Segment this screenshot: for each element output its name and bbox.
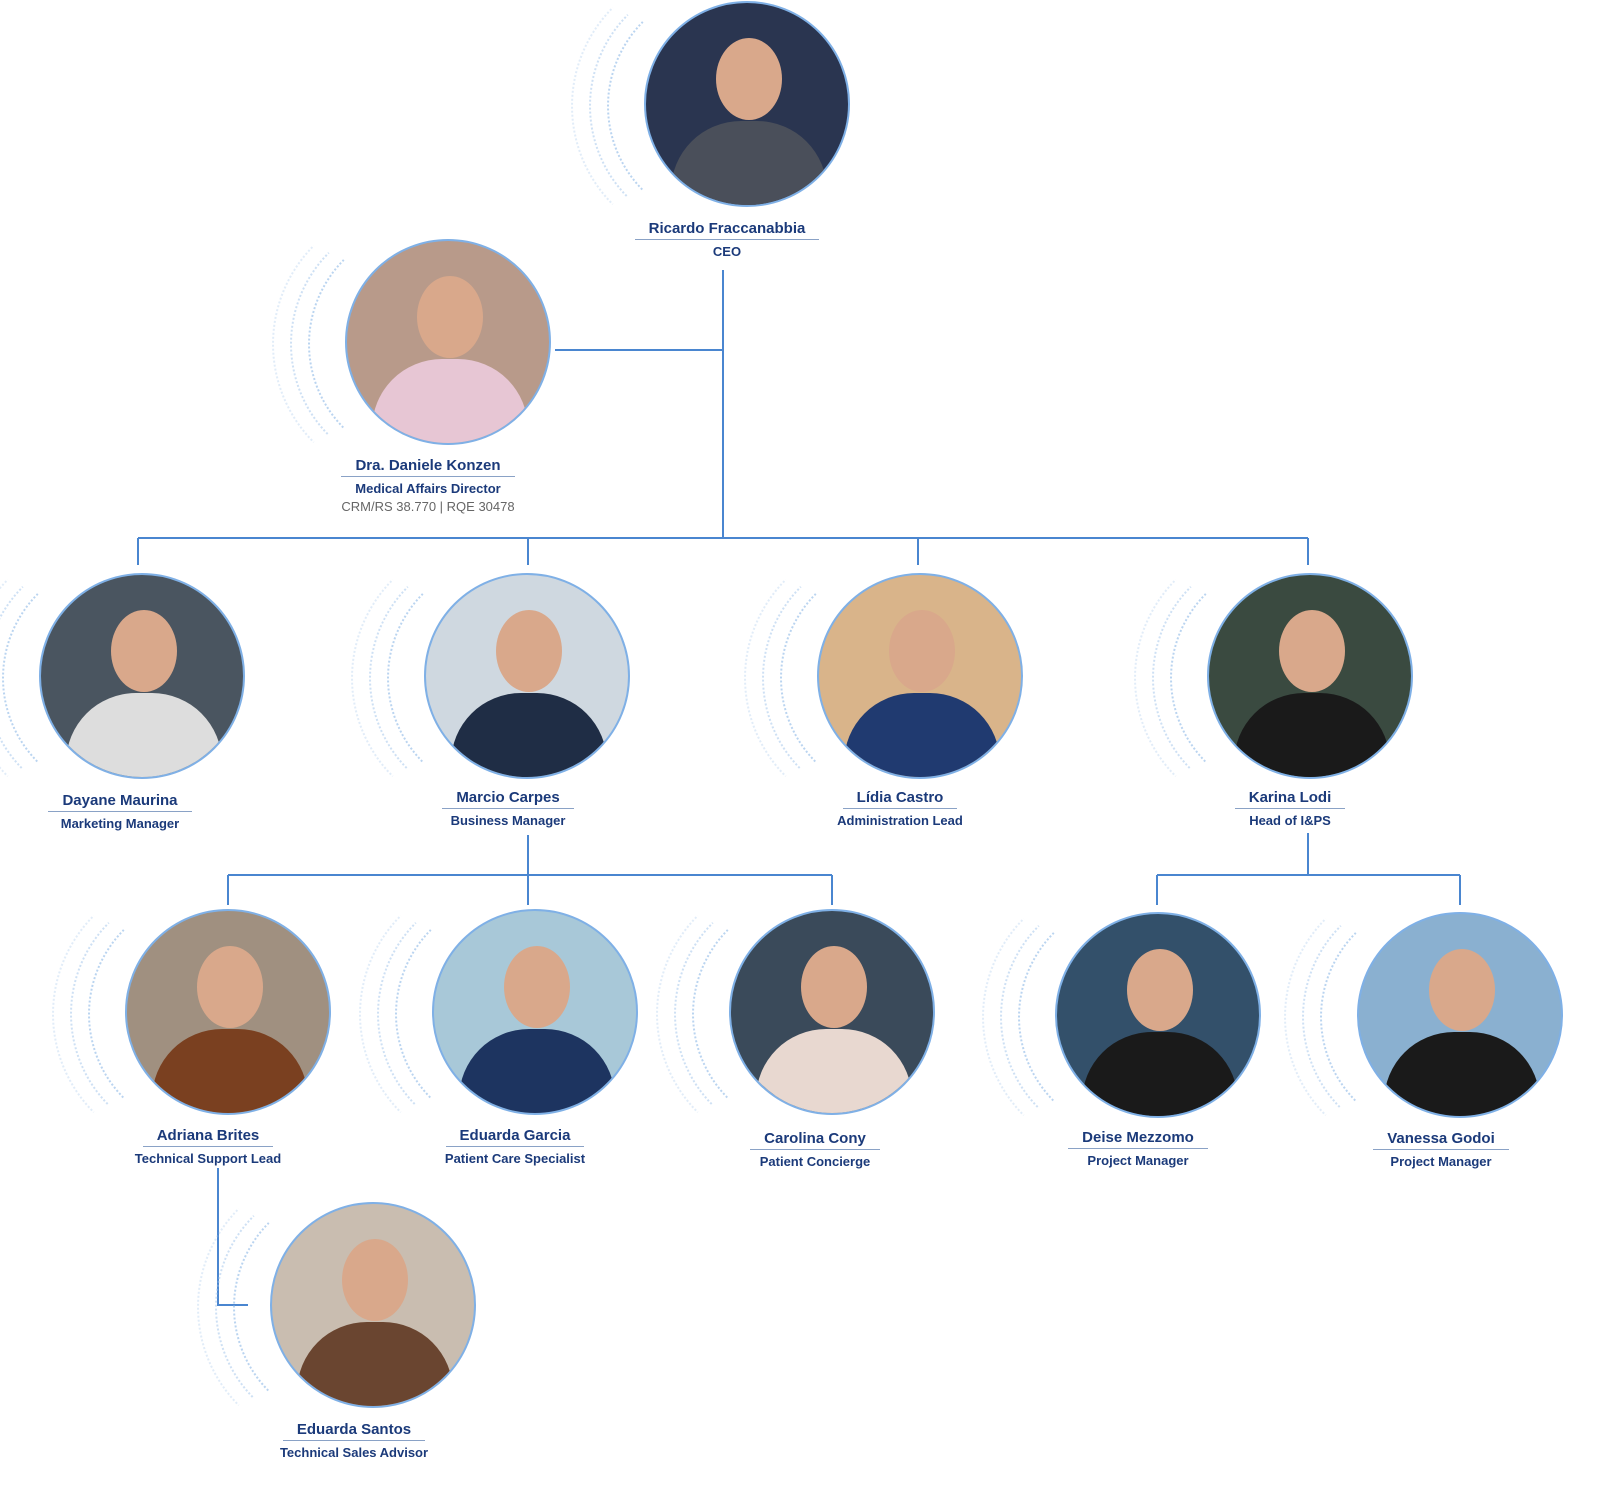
profile-photo	[270, 1202, 476, 1408]
person-title: Head of I&PS	[1249, 813, 1331, 828]
person-title: Project Manager	[1390, 1154, 1492, 1169]
profile-photo	[644, 1, 850, 207]
connector-karina-team	[1156, 833, 1461, 905]
profile-photo	[729, 909, 935, 1115]
dotted-halo-decoration	[656, 874, 936, 1154]
person-title: Technical Sales Advisor	[279, 1445, 429, 1460]
person-name: Carolina Cony	[750, 1130, 880, 1150]
person-name: Adriana Brites	[142, 1127, 274, 1147]
person-name: Marcio Carpes	[442, 789, 574, 809]
dotted-halo-decoration	[52, 874, 332, 1154]
dotted-halo-decoration	[272, 204, 552, 484]
person-title: Business Manager	[450, 813, 566, 828]
person-title: Patient Care Specialist	[444, 1151, 586, 1166]
dotted-halo-decoration	[744, 538, 1024, 818]
profile-photo	[125, 909, 331, 1115]
profile-photo	[345, 239, 551, 445]
dotted-halo-decoration	[197, 1167, 477, 1447]
dotted-halo-decoration	[1134, 538, 1414, 818]
person-name: Eduarda Garcia	[445, 1127, 585, 1147]
person-title: Marketing Manager	[60, 816, 180, 831]
person-name: Vanessa Godoi	[1373, 1130, 1509, 1150]
person-title: Administration Lead	[837, 813, 963, 828]
person-title: Project Manager	[1087, 1153, 1189, 1168]
dotted-halo-decoration	[982, 877, 1262, 1157]
profile-photo	[1357, 912, 1563, 1118]
profile-photo	[1207, 573, 1413, 779]
person-name: Ricardo Fraccanabbia	[634, 220, 820, 240]
profile-photo	[432, 909, 638, 1115]
connector-level2	[137, 537, 1309, 565]
person-title: Patient Concierge	[759, 1154, 871, 1169]
person-title: Medical Affairs Director	[355, 481, 501, 496]
person-credentials: CRM/RS 38.770 | RQE 30478	[341, 499, 515, 514]
profile-photo	[817, 573, 1023, 779]
person-name: Dayane Maurina	[48, 792, 192, 812]
person-name: Eduarda Santos	[282, 1421, 426, 1441]
person-name: Dra. Daniele Konzen	[341, 457, 515, 477]
person-title: CEO	[712, 244, 742, 259]
person-name: Deise Mezzomo	[1068, 1129, 1208, 1149]
dotted-halo-decoration	[351, 538, 631, 818]
profile-photo	[1055, 912, 1261, 1118]
profile-photo	[424, 573, 630, 779]
profile-photo	[39, 573, 245, 779]
person-title: Technical Support Lead	[134, 1151, 282, 1166]
dotted-halo-decoration	[359, 874, 639, 1154]
dotted-halo-decoration	[1284, 877, 1564, 1157]
person-name: Karina Lodi	[1234, 789, 1346, 809]
person-name: Lídia Castro	[842, 789, 958, 809]
dotted-halo-decoration	[571, 0, 851, 246]
